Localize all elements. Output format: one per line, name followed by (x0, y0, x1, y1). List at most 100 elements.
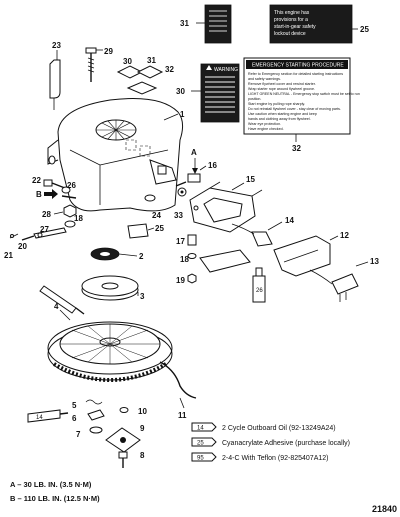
small-decals (116, 65, 164, 95)
callout-12: 12 (340, 231, 349, 240)
callout-28: 28 (42, 210, 51, 219)
tube-26-label: 26 (256, 288, 263, 294)
callout-18: 18 (74, 214, 83, 223)
callout-10: 10 (138, 407, 147, 416)
washer-10 (119, 407, 129, 413)
callout-33: 33 (174, 211, 183, 220)
decal-32-line: Remove flywheel cover and rewind starter… (248, 82, 316, 86)
callout-32-bottom: 32 (292, 144, 301, 153)
callout-13: 13 (370, 257, 379, 266)
callout-14: 14 (285, 216, 294, 225)
decal-32-line: LIGHT GREEN NEUTRAL - Emergency stop swi… (248, 92, 360, 96)
decal-30: WARNING (200, 63, 240, 123)
callout-24: 24 (152, 211, 161, 220)
link-27 (33, 227, 67, 239)
callout-31-top: 31 (180, 19, 189, 28)
cable-14 (231, 223, 273, 247)
pulley-4 (47, 321, 173, 382)
torque-spec-a: A – 30 LB. IN. (3.5 N·M) (10, 480, 92, 489)
callout-30: 30 (176, 87, 185, 96)
legend-item: 95 2-4-C With Teflon (92-825407A12) (191, 452, 328, 462)
callout-30-small: 30 (123, 57, 132, 66)
nut-28 (63, 204, 77, 218)
callout-26: 26 (67, 181, 76, 190)
washer-18-right (187, 253, 197, 259)
legend-text: 2 Cycle Outboard Oil (92-13249A24) (222, 425, 336, 432)
link-plate (199, 249, 251, 273)
bolt-29 (85, 47, 97, 82)
bolt-16 (175, 173, 201, 187)
callout-25: 25 (155, 224, 164, 233)
pin-20 (21, 235, 35, 241)
callout-18-right: 18 (180, 255, 189, 264)
decal-31 (204, 4, 232, 44)
switch-13 (309, 269, 359, 302)
bolt-26 (61, 186, 77, 199)
torque-marker-b (44, 189, 58, 199)
decal-32-line: Wear eye protection. (248, 122, 281, 126)
callout-6: 6 (72, 414, 77, 423)
torque-marker-a (192, 158, 198, 174)
callout-27: 27 (40, 225, 49, 234)
clip-33 (177, 187, 187, 197)
handle-23 (49, 59, 61, 110)
callout-23: 23 (52, 41, 61, 50)
plate-2 (90, 247, 120, 261)
callout-11: 11 (178, 411, 187, 420)
callout-32-small: 32 (165, 65, 174, 74)
callout-16: 16 (208, 161, 217, 170)
washer-7 (89, 426, 103, 434)
callout-15: 15 (246, 175, 255, 184)
callout-1: 1 (180, 110, 185, 119)
decal-25-line-4: lockout device (274, 31, 306, 37)
decal-32-line: Wrap starter rope around flywheel groove… (248, 87, 315, 91)
tube-14-left (27, 409, 69, 423)
callout-29: 29 (104, 47, 113, 56)
legend-text: 2-4-C With Teflon (92-825407A12) (222, 455, 328, 462)
callout-21: 21 (4, 251, 13, 260)
drawing-number: 21840 (372, 504, 397, 514)
bracket-15 (189, 181, 263, 233)
decal-32-line: Start engine by pulling rope sharply. (248, 102, 305, 106)
clip-21 (9, 233, 19, 239)
torque-marker-a-label: A (191, 148, 197, 157)
legend: 14 2 Cycle Outboard Oil (92-13249A24) 25… (191, 422, 350, 462)
legend-tube-label: 25 (197, 441, 204, 447)
tube-26 (252, 267, 266, 303)
decal-32-title: EMERGENCY STARTING PROCEDURE (252, 63, 344, 69)
legend-item: 14 2 Cycle Outboard Oil (92-13249A24) (191, 422, 336, 432)
callout-19: 19 (176, 276, 185, 285)
callout-25-top: 25 (360, 25, 369, 34)
callout-9: 9 (140, 424, 145, 433)
legend-text: Cyanacrylate Adhesive (purchase locally) (222, 440, 350, 447)
washer-18 (64, 220, 76, 228)
callout-20: 20 (18, 242, 27, 251)
callout-2: 2 (139, 252, 144, 261)
decal-32: EMERGENCY STARTING PROCEDURE Refer to Em… (243, 57, 360, 135)
decal-25: This engine has provisions for a start-i… (269, 4, 353, 44)
callout-31-small: 31 (147, 56, 156, 65)
spring-cup-3 (81, 275, 139, 301)
decal-32-line: hands and clothing away from flywheel. (248, 117, 311, 121)
callout-5: 5 (72, 401, 77, 410)
patch-25 (127, 223, 149, 239)
spring-5 (85, 399, 103, 405)
decal-32-line: Have engine checked. (248, 127, 284, 131)
callout-4: 4 (54, 302, 59, 311)
legend-tube-label: 14 (197, 426, 204, 432)
decal-30-label: WARNING (214, 67, 238, 73)
callout-7: 7 (76, 430, 81, 439)
decal-25-line-3: start-in-gear safety (274, 24, 316, 30)
tube-14-left-label: 14 (36, 415, 43, 421)
flywheel-cover-1 (47, 98, 184, 212)
decal-32-line: Refer to Emergency section for detailed … (248, 72, 343, 76)
decal-25-line-1: This engine has (274, 10, 310, 16)
nut-19 (187, 273, 197, 284)
bolt-8 (118, 451, 128, 468)
grease-tube-left (39, 285, 85, 315)
decal-32-line: position. (248, 97, 261, 101)
torque-marker-b-label: B (36, 190, 42, 199)
retainer-9 (105, 427, 141, 453)
decal-32-line: Do not reinstall flywheel cover - stay c… (248, 107, 341, 111)
